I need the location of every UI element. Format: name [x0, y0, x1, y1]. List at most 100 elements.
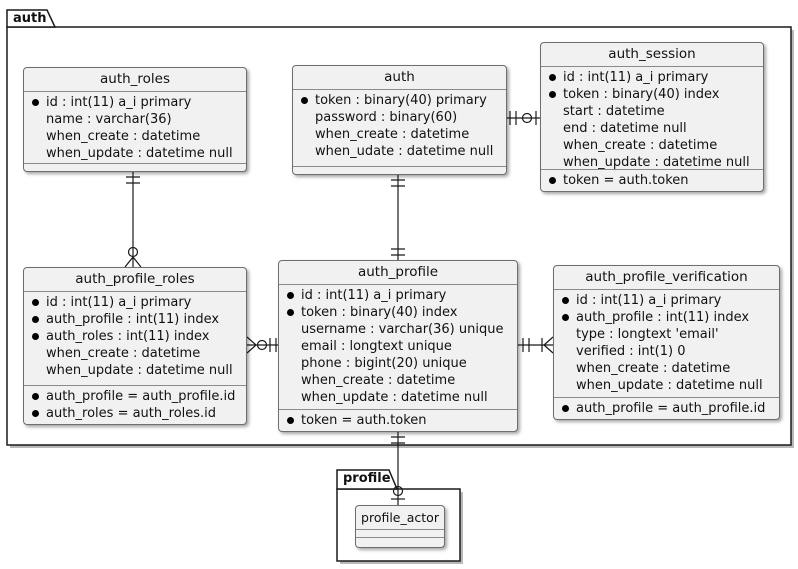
table-row: token : binary(40) index — [279, 304, 517, 321]
attr-text: when_update : datetime null — [46, 146, 233, 161]
table-row: token = auth.token — [541, 172, 763, 189]
constraint-text: token = auth.token — [301, 413, 427, 428]
table-row: password : binary(60) — [293, 109, 506, 126]
table-row: when_create : datetime — [24, 128, 246, 145]
table-footer — [356, 537, 444, 547]
attr-text: when_update : datetime null — [46, 363, 233, 378]
table-row: id : int(11) a_i primary — [279, 287, 517, 304]
cardinality-exactly-one-icon — [391, 179, 405, 187]
cardinality-exactly-one-icon — [269, 338, 277, 352]
attr-text: when_create : datetime — [46, 346, 201, 361]
attr-text: type : longtext 'email' — [576, 327, 719, 342]
cardinality-exactly-one-icon — [522, 338, 530, 352]
table-row: email : longtext unique — [279, 338, 517, 355]
package-label-auth: auth — [13, 11, 47, 26]
constraint-text: auth_profile = auth_profile.id — [576, 401, 766, 416]
constraint-text: auth_roles = auth_roles.id — [46, 406, 217, 421]
key-bullet-icon — [549, 91, 556, 98]
table-title: auth_profile_verification — [554, 266, 779, 290]
table-profile_actor: profile_actor — [355, 505, 445, 548]
attr-text: auth_profile : int(11) index — [576, 310, 750, 325]
constraint-text: auth_profile = auth_profile.id — [46, 389, 236, 404]
attr-text: when_create : datetime — [46, 129, 201, 144]
table-row: id : int(11) a_i primary — [541, 69, 763, 86]
connector-auth_profile_roles-auth_profile — [246, 336, 278, 354]
connector-auth_profile-profile_actor — [391, 432, 405, 505]
table-row: verified : int(1) 0 — [554, 343, 779, 360]
cardinality-zero-icon — [256, 339, 268, 351]
table-row: auth_profile = auth_profile.id — [554, 400, 779, 417]
connector-auth_roles-auth_profile_roles — [124, 172, 142, 268]
cardinality-exactly-one-icon — [509, 111, 517, 125]
attr-text: password : binary(60) — [315, 110, 458, 125]
table-row: username : varchar(36) unique — [279, 321, 517, 338]
attr-text: id : int(11) a_i primary — [576, 293, 722, 308]
table-attrs: token : binary(40) primary password : bi… — [293, 90, 506, 167]
table-row: type : longtext 'email' — [554, 326, 779, 343]
attr-text: name : varchar(36) — [46, 112, 172, 127]
table-row: phone : bigint(20) unique — [279, 355, 517, 372]
connector-auth-auth_profile — [391, 175, 405, 260]
table-auth_profile_verification: auth_profile_verification id : int(11) a… — [553, 265, 780, 420]
key-bullet-icon — [287, 292, 294, 299]
attr-text: email : longtext unique — [301, 339, 452, 354]
table-row: when_update : datetime null — [554, 377, 779, 394]
table-auth_roles: auth_roles id : int(11) a_i primary name… — [23, 67, 247, 172]
attr-text: start : datetime — [563, 104, 665, 119]
package-label-profile: profile — [343, 471, 391, 486]
attr-text: when_udate : datetime null — [315, 144, 494, 159]
table-row: token : binary(40) primary — [293, 92, 506, 109]
table-row: when_update : datetime null — [24, 362, 246, 379]
table-title: auth_session — [541, 43, 763, 67]
attr-text: when_create : datetime — [301, 373, 456, 388]
attr-text: username : varchar(36) unique — [301, 322, 504, 337]
package-tab — [336, 469, 399, 490]
table-title: auth_profile — [279, 261, 517, 285]
key-bullet-icon — [32, 299, 39, 306]
table-row: when_create : datetime — [541, 137, 763, 154]
attr-text: when_create : datetime — [576, 361, 731, 376]
attr-text: token : binary(40) index — [563, 87, 720, 102]
table-title: auth_roles — [24, 68, 246, 92]
constraint-text: token = auth.token — [563, 173, 689, 188]
cardinality-exactly-one-icon — [126, 176, 140, 184]
table-row: when_update : datetime null — [541, 154, 763, 169]
attr-text: id : int(11) a_i primary — [563, 70, 709, 85]
table-attrs: id : int(11) a_i primary auth_profile : … — [24, 292, 246, 386]
table-footer — [293, 167, 506, 174]
key-bullet-icon — [549, 74, 556, 81]
table-row: when_udate : datetime null — [293, 143, 506, 160]
table-attrs: id : int(11) a_i primary auth_profile : … — [554, 290, 779, 398]
table-attrs: id : int(11) a_i primary name : varchar(… — [24, 92, 246, 164]
key-bullet-icon — [32, 316, 39, 323]
table-row: id : int(11) a_i primary — [24, 294, 246, 311]
key-bullet-icon — [549, 177, 556, 184]
cardinality-many-icon — [543, 336, 554, 354]
table-row: auth_roles : int(11) index — [24, 328, 246, 345]
table-footer: token = auth.token — [541, 170, 763, 191]
table-row: when_create : datetime — [24, 345, 246, 362]
table-title: auth — [293, 66, 506, 90]
table-auth_profile_roles: auth_profile_roles id : int(11) a_i prim… — [23, 267, 247, 425]
attr-text: id : int(11) a_i primary — [301, 288, 447, 303]
table-attrs — [356, 530, 444, 537]
table-row: token = auth.token — [279, 412, 517, 429]
attr-text: auth_profile : int(11) index — [46, 312, 220, 327]
key-bullet-icon — [562, 314, 569, 321]
table-row: when_create : datetime — [293, 126, 506, 143]
cardinality-exactly-one-icon — [391, 248, 405, 256]
cardinality-zero-icon — [521, 112, 533, 124]
attr-text: verified : int(1) 0 — [576, 344, 686, 359]
attr-text: when_create : datetime — [315, 127, 470, 142]
key-bullet-icon — [287, 417, 294, 424]
table-footer — [24, 164, 246, 171]
table-title: profile_actor — [356, 506, 444, 530]
key-bullet-icon — [562, 297, 569, 304]
attr-text: phone : bigint(20) unique — [301, 356, 467, 371]
key-bullet-icon — [32, 410, 39, 417]
key-bullet-icon — [562, 405, 569, 412]
table-footer: auth_profile = auth_profile.id — [554, 398, 779, 419]
cardinality-exactly-one-icon — [391, 436, 405, 444]
attr-text: auth_roles : int(11) index — [46, 329, 210, 344]
table-attrs: id : int(11) a_i primary token : binary(… — [541, 67, 763, 170]
